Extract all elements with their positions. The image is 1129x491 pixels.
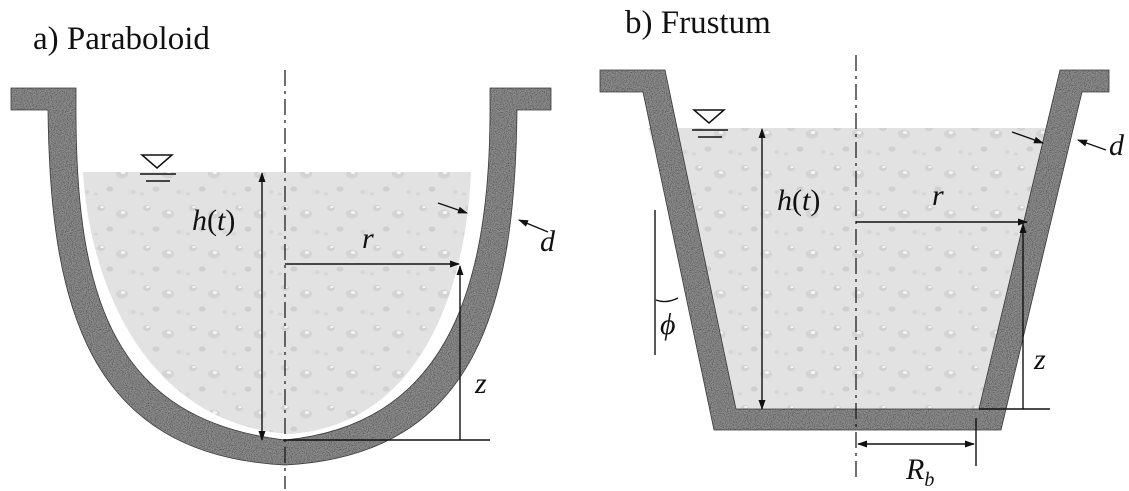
paraboloid-thickness-label: d (540, 225, 556, 258)
frustum-thickness-arrow-outer (1077, 139, 1107, 151)
frustum-height-label: h(t) (777, 184, 820, 217)
water-level-triangle-icon (139, 154, 176, 182)
paraboloid-panel: a) Paraboloid h(t) r z d (10, 21, 556, 489)
frustum-base-radius-label: Rb (905, 453, 934, 491)
paraboloid-thickness-arrow-outer (518, 219, 549, 233)
frustum-thickness-arrow-inner (1011, 131, 1044, 144)
paraboloid-title: a) Paraboloid (33, 21, 210, 57)
frustum-angle-arc (655, 297, 679, 303)
paraboloid-height-label: h(t) (192, 204, 235, 237)
paraboloid-thickness-arrow-inner (437, 202, 468, 214)
frustum-thickness-label: d (1109, 129, 1125, 162)
frustum-wall (599, 69, 1110, 431)
frustum-radius-label: r (932, 179, 944, 212)
water-level-triangle-icon (691, 109, 728, 138)
paraboloid-water (83, 172, 471, 434)
paraboloid-z-label: z (474, 367, 487, 400)
paraboloid-wall (10, 87, 552, 466)
frustum-z-label: z (1033, 343, 1046, 376)
frustum-angle-label: ϕ (660, 308, 676, 341)
frustum-water (648, 128, 1052, 409)
frustum-panel: b) Frustum h(t) r z d ϕ Rb (599, 5, 1125, 491)
paraboloid-radius-label: r (362, 222, 374, 255)
frustum-title: b) Frustum (625, 5, 771, 41)
